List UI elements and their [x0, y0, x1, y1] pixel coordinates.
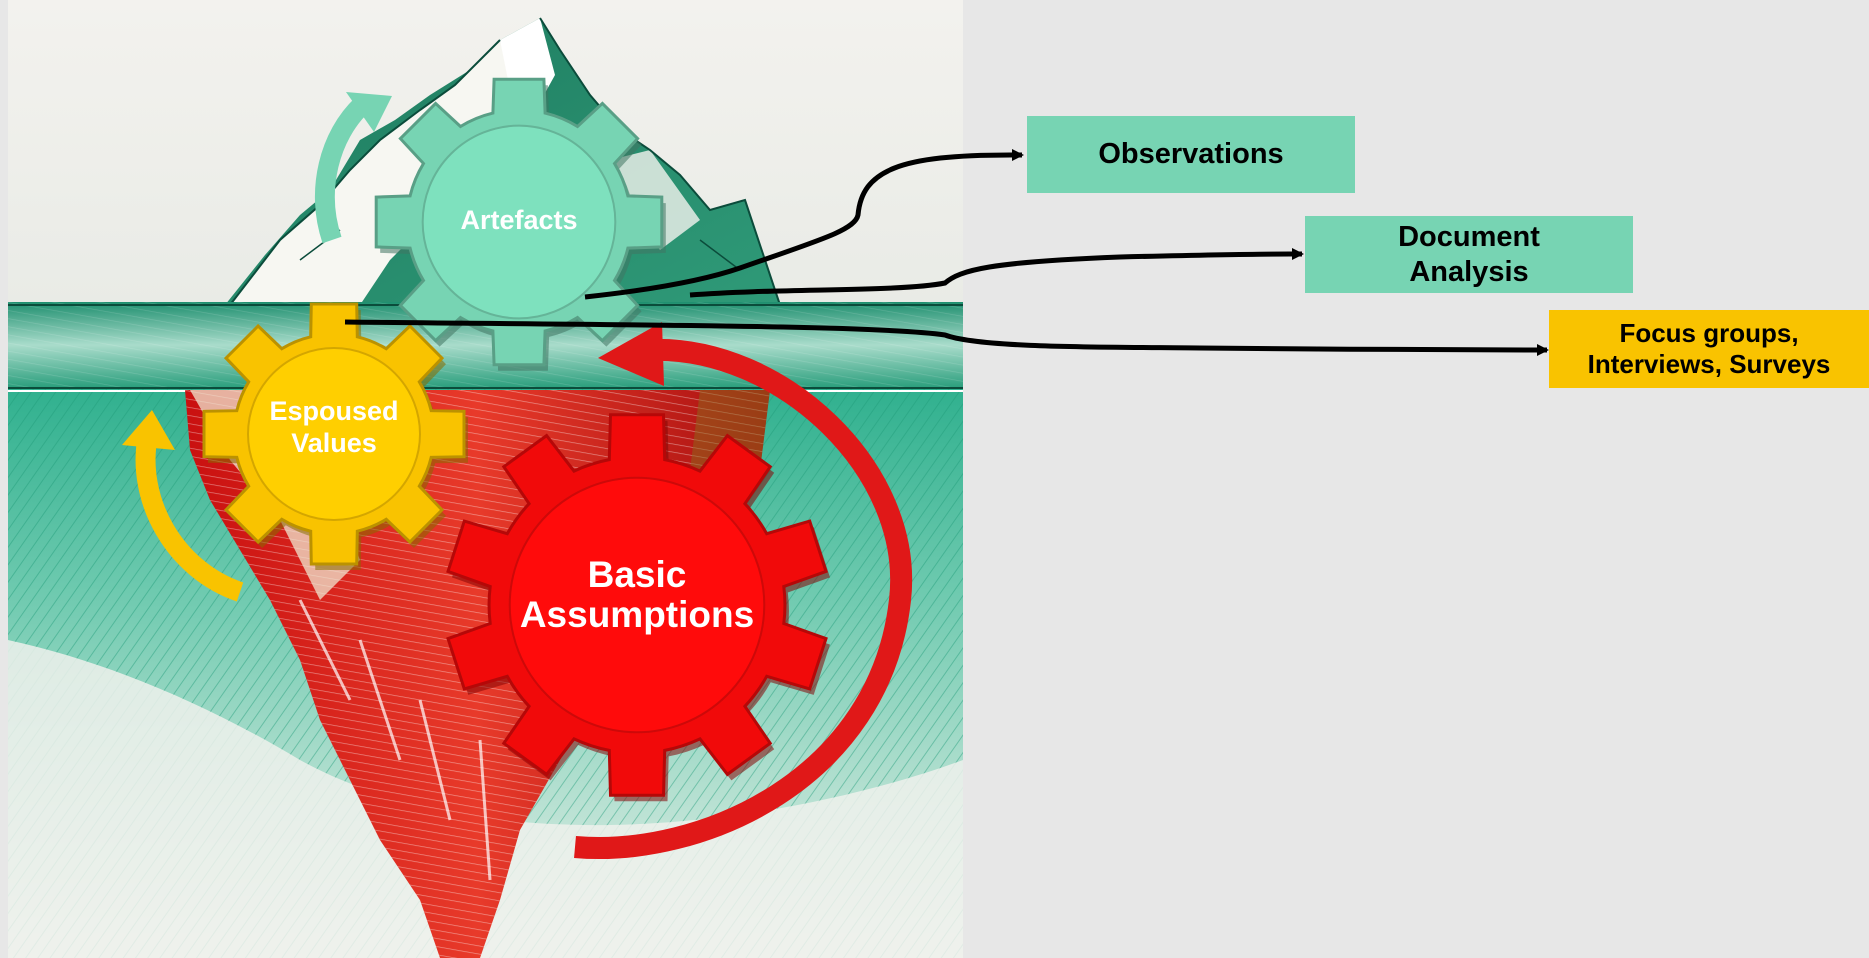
artefacts-label: Artefacts	[460, 205, 577, 235]
document-analysis-box: Document Analysis	[1305, 216, 1633, 293]
teal-cycle-arrow	[314, 97, 370, 244]
observations-box: Observations	[1027, 116, 1355, 193]
espoused-values-label-line2: Values	[291, 428, 377, 458]
artefacts-gear	[374, 77, 666, 371]
basic-assumptions-gear	[446, 413, 830, 802]
arrow-to-document-analysis	[689, 248, 1304, 298]
espoused-values-label-line1: Espoused	[269, 396, 398, 426]
espoused-values-gear	[202, 302, 468, 570]
document-analysis-label: Document Analysis	[1398, 221, 1540, 288]
yellow-cycle-arrow	[135, 433, 244, 602]
gearEspoused-hub	[247, 347, 421, 521]
arrow-to-focus-groups	[344, 319, 1549, 356]
basic-assumptions-label-line1: Basic	[588, 554, 687, 595]
observations-label: Observations	[1098, 138, 1284, 171]
focus-groups-box: Focus groups, Interviews, Surveys	[1549, 310, 1869, 388]
gearArtefacts-hub	[421, 124, 617, 320]
basic-assumptions-label-line2: Assumptions	[520, 594, 754, 635]
arrow-to-observations	[584, 149, 1024, 300]
focus-groups-label: Focus groups, Interviews, Surveys	[1587, 318, 1831, 379]
gearBasic-hub	[508, 476, 766, 734]
red-cycle-arrow	[574, 338, 913, 859]
